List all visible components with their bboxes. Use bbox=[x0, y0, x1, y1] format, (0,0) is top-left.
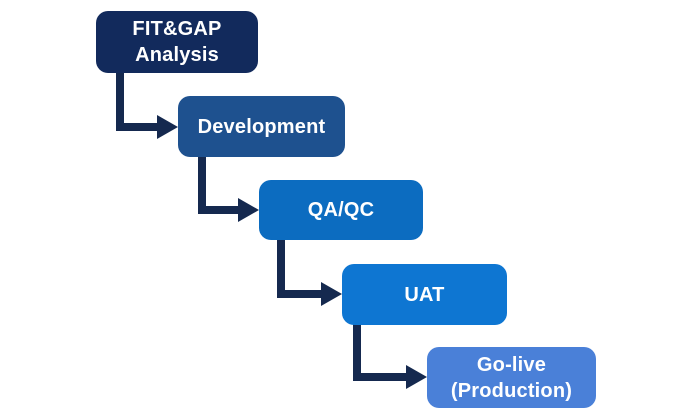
connector-arrow-4 bbox=[353, 324, 407, 381]
step-uat: UAT bbox=[342, 264, 507, 325]
connector-arrowhead-1 bbox=[157, 115, 178, 139]
step-fit-gap-analysis: FIT&GAP Analysis bbox=[96, 11, 258, 73]
step-go-live-production: Go-live (Production) bbox=[427, 347, 596, 408]
connector-arrow-2 bbox=[198, 156, 239, 214]
connector-arrow-1 bbox=[116, 72, 158, 131]
step-development: Development bbox=[178, 96, 345, 157]
connector-arrowhead-2 bbox=[238, 198, 259, 222]
connector-arrowhead-3 bbox=[321, 282, 342, 306]
connector-arrow-3 bbox=[277, 239, 322, 298]
step-qa-qc: QA/QC bbox=[259, 180, 423, 240]
connector-arrowhead-4 bbox=[406, 365, 427, 389]
